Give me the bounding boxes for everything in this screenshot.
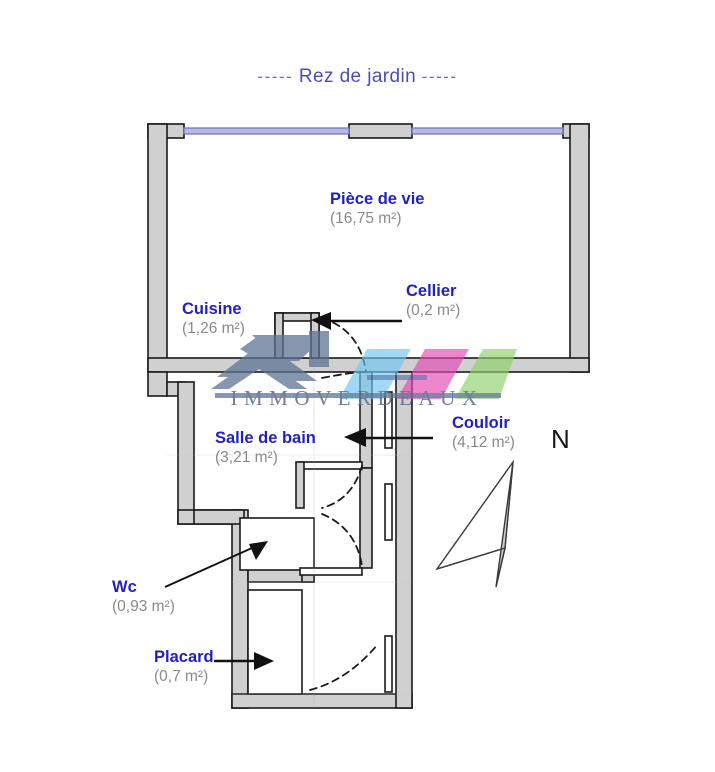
room-label-couloir: Couloir (4,12 m²) [452, 414, 515, 453]
title-dash-left: ----- [257, 67, 294, 86]
north-label: N [551, 424, 570, 454]
room-label-placard: Placard (0,7 m²) [154, 648, 214, 687]
doors [295, 317, 393, 693]
plan-title: ----- Rez de jardin ----- [0, 66, 715, 88]
room-area: (4,12 m²) [452, 434, 515, 451]
north-arrow [435, 459, 514, 588]
plan-title-text: Rez de jardin [298, 66, 417, 87]
leader-lines [164, 312, 433, 670]
room-label-cuisine: Cuisine (1,26 m²) [182, 300, 245, 339]
room-name: Pièce de vie [330, 190, 425, 208]
room-name: Wc [112, 578, 137, 596]
room-label-salle-de-bain: Salle de bain (3,21 m²) [215, 429, 316, 468]
room-area: (3,21 m²) [215, 449, 278, 466]
room-name: Couloir [452, 414, 510, 432]
room-area: (1,26 m²) [182, 320, 245, 337]
room-area: (16,75 m²) [330, 210, 402, 227]
room-label-wc: Wc (0,93 m²) [112, 578, 175, 617]
room-label-piece-de-vie: Pièce de vie (16,75 m²) [330, 190, 424, 229]
room-area: (0,93 m²) [112, 598, 175, 615]
room-label-cellier: Cellier (0,2 m²) [406, 282, 460, 321]
room-name: Salle de bain [215, 429, 316, 447]
title-dash-right: ----- [421, 67, 458, 86]
room-name: Cellier [406, 282, 457, 300]
room-area: (0,2 m²) [406, 302, 461, 319]
room-name: Cuisine [182, 300, 242, 318]
room-area: (0,7 m²) [154, 668, 209, 685]
room-name: Placard [154, 648, 214, 666]
